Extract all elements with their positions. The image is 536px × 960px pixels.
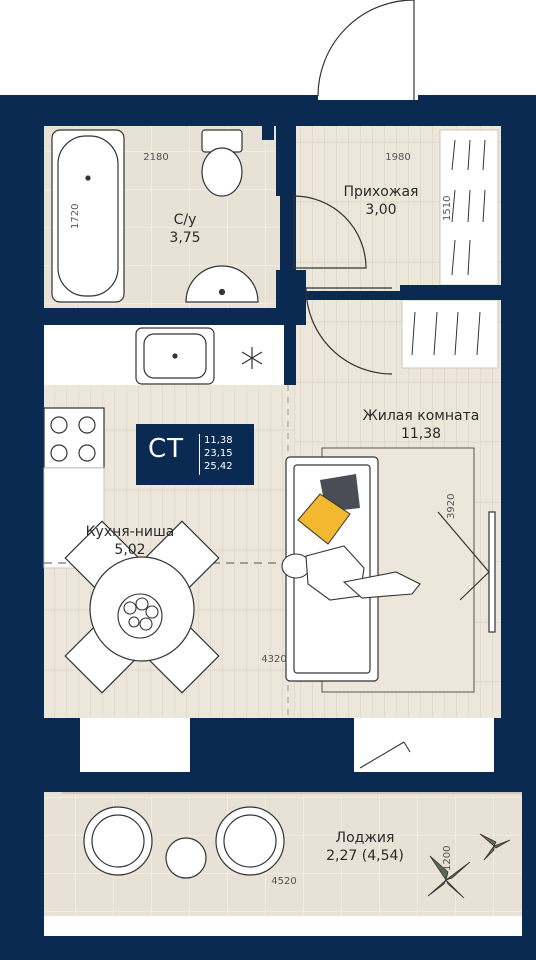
hallway-area: 3,00	[365, 201, 397, 218]
person-figure	[281, 545, 421, 601]
living-wardrobe	[401, 299, 499, 369]
label-bathroom: С/у 3,75	[150, 212, 220, 247]
bathroom-name: С/у	[173, 212, 197, 228]
dim-bath-width: 2180	[143, 152, 169, 163]
dim-loggia-height: 1200	[441, 845, 453, 871]
badge-area-living: 11,38	[204, 435, 233, 446]
kitchen-sink	[135, 327, 215, 385]
window-left	[80, 718, 190, 772]
badge-divider	[199, 434, 200, 475]
entry-door	[317, 0, 415, 100]
badge-area-total: 25,42	[204, 461, 233, 472]
loggia-rail	[44, 916, 522, 936]
label-kitchen: Кухня-ниша 5,02	[70, 524, 190, 559]
bath-wall-bottom	[44, 308, 290, 325]
dim-hall-height: 1510	[441, 195, 453, 221]
kitchen-name: Кухня-ниша	[85, 524, 175, 540]
dim-living-height: 3920	[445, 493, 457, 519]
hallway-name: Прихожая	[343, 184, 419, 200]
bathtub	[51, 129, 125, 303]
dim-bath-height: 1720	[69, 203, 81, 229]
loggia-chairs	[83, 806, 285, 879]
kitchen-area: 5,02	[114, 541, 146, 558]
bathroom-area: 3,75	[169, 229, 201, 246]
bath-sink	[185, 265, 259, 303]
label-loggia: Лоджия 2,27 (4,54)	[310, 830, 420, 865]
window-right	[354, 718, 494, 772]
yellow-pillow	[297, 493, 351, 545]
stove	[43, 407, 105, 469]
apartment-type-code: СТ	[148, 434, 185, 464]
dim-living-width: 4320	[261, 654, 287, 665]
loggia-name: Лоджия	[335, 830, 395, 846]
badge-area-total-no-loggia: 23,15	[204, 448, 233, 459]
snowflake-icon	[241, 347, 263, 369]
apartment-badge: СТ 11,38 23,15 25,42	[136, 424, 254, 485]
dim-hall-width: 1980	[385, 152, 411, 163]
dim-loggia-width: 4520	[271, 876, 297, 887]
living-name: Жилая комната	[362, 408, 480, 424]
badge-areas: 11,38 23,15 25,42	[204, 434, 233, 473]
label-living: Жилая комната 11,38	[346, 408, 496, 443]
fruit-bowl-icon	[117, 593, 163, 639]
living-area: 11,38	[400, 425, 442, 442]
living-door	[305, 287, 393, 375]
tv-unit	[437, 511, 496, 633]
toilet	[201, 129, 243, 197]
plant-icon	[427, 833, 511, 899]
balcony-door	[359, 741, 411, 769]
wardrobe-wall	[400, 285, 501, 300]
label-hallway: Прихожая 3,00	[326, 184, 436, 219]
bathroom-door	[293, 195, 367, 269]
loggia-area: 2,27 (4,54)	[326, 847, 404, 864]
dining-set	[64, 520, 220, 694]
bath-hall-wall	[276, 126, 294, 196]
